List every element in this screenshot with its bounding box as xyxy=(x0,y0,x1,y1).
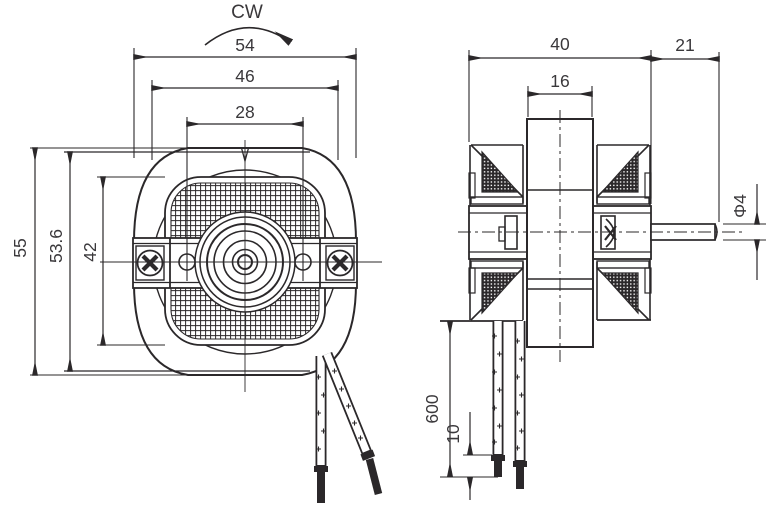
front-lead-wires xyxy=(314,351,383,503)
dim-extension-lines xyxy=(440,50,766,478)
right-screw-phillips-icon xyxy=(331,254,349,272)
wire-speckles xyxy=(492,333,524,451)
coil-bottom-right xyxy=(596,260,652,321)
dim-overall-width-label: 54 xyxy=(235,35,255,55)
wire-bare-end xyxy=(516,467,524,489)
dim-body-height-label: 53.6 xyxy=(46,229,66,263)
dim-stack-length-label: 16 xyxy=(550,71,569,91)
coil-top-right xyxy=(596,144,652,205)
dim-shaft-diameter-label: Φ4 xyxy=(730,194,750,218)
dim-body-depth-label: 40 xyxy=(550,34,570,54)
shaft-end-screw-cross-icon xyxy=(604,225,617,241)
wire-bare-end xyxy=(365,458,383,495)
wire-crimp xyxy=(360,449,376,461)
dim-extension-lines xyxy=(30,48,357,376)
shaft-end-screw-icon xyxy=(605,218,615,248)
right-ear-bracket xyxy=(325,245,355,281)
front-view xyxy=(64,140,383,503)
left-ear-bracket xyxy=(135,245,165,281)
left-screw-phillips-icon xyxy=(141,254,159,272)
front-view-dimensions: CW 54 46 28 55 53.6 42 xyxy=(10,2,357,376)
wire-crimp xyxy=(314,466,328,472)
side-view-dimensions: 40 21 16 Φ4 600 10 xyxy=(422,34,766,500)
dim-mount-width-label: 46 xyxy=(235,66,254,86)
side-body-bottom xyxy=(440,319,651,322)
wire-crimp xyxy=(513,461,527,467)
wire-bare-end xyxy=(317,472,325,503)
coil-top-left xyxy=(468,144,524,205)
rotation-direction-arrow xyxy=(204,26,294,46)
dim-shaft-length-label: 21 xyxy=(675,35,694,55)
rotation-direction-label: CW xyxy=(231,2,263,23)
bracket-plate-edges xyxy=(169,238,321,288)
dim-hole-spacing-label: 28 xyxy=(235,102,254,122)
wire-bare-end xyxy=(494,461,502,477)
dim-strip-length-label: 10 xyxy=(443,424,463,444)
dim-stator-height-label: 42 xyxy=(80,242,100,261)
dim-overall-height-label: 55 xyxy=(10,238,30,257)
side-lead-wires xyxy=(491,321,527,489)
coil-bottom-left xyxy=(468,260,524,321)
wire-speckles xyxy=(316,368,363,452)
side-view xyxy=(440,110,744,489)
dim-lead-length-label: 600 xyxy=(422,394,442,423)
wire-crimp xyxy=(491,455,505,461)
